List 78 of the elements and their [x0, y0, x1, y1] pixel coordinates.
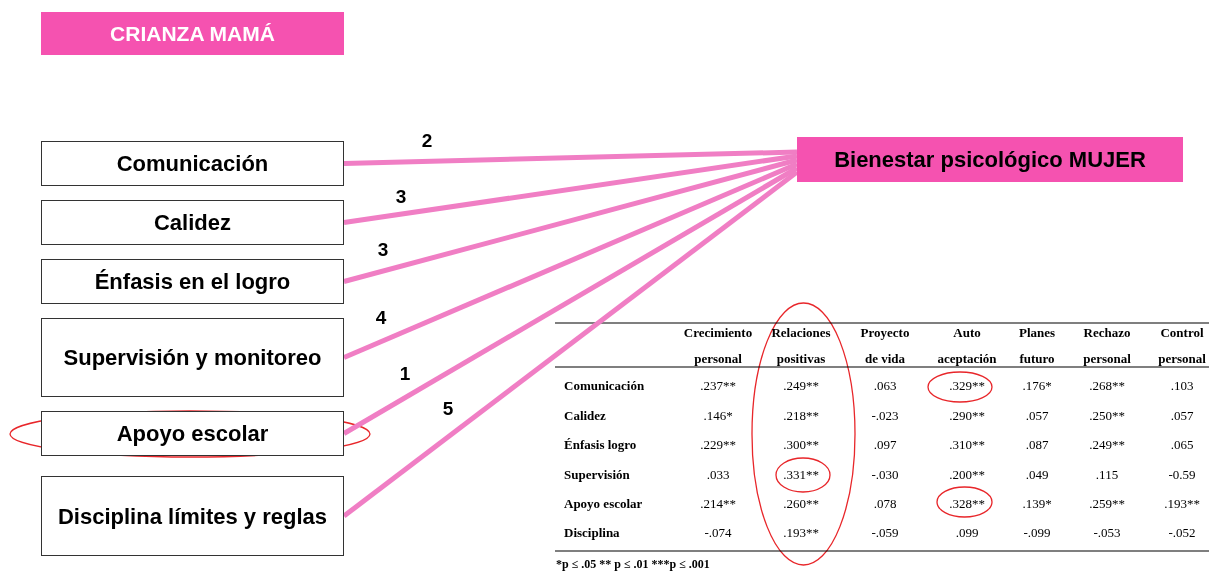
- factor-box: [41, 259, 344, 304]
- table-value: .057: [1170, 408, 1194, 424]
- table-value: .250**: [1089, 408, 1125, 424]
- factor-box: [41, 411, 344, 456]
- table-value: -.074: [704, 525, 732, 541]
- node-label: Calidez: [154, 209, 231, 237]
- row-header: Comunicación: [564, 378, 645, 394]
- row-header: Énfasis logro: [564, 437, 637, 453]
- node-label: Comunicación: [116, 150, 269, 178]
- table-value: .290**: [949, 408, 985, 424]
- column-header: Rechazo personal: [1083, 324, 1131, 368]
- node-label: Apoyo escolar: [116, 420, 269, 448]
- connector-line: [342, 170, 799, 518]
- connector-line: [343, 149, 798, 166]
- table-value: .249**: [1089, 437, 1125, 453]
- table-value: .260**: [783, 496, 819, 512]
- table-value: .033: [706, 467, 730, 483]
- column-header: Proyecto de vida: [859, 324, 911, 368]
- column-header: Relaciones positivas: [771, 324, 831, 368]
- table-value: .259**: [1089, 496, 1125, 512]
- column-header: Planes futuro: [1018, 324, 1056, 368]
- table-value: .214**: [700, 496, 736, 512]
- column-header: Control personal: [1158, 324, 1206, 368]
- row-header: Supervisión: [564, 467, 630, 483]
- table-value: .329**: [949, 378, 985, 394]
- table-value: .218**: [783, 408, 819, 424]
- table-value: .176*: [1022, 378, 1052, 394]
- table-value: .200**: [949, 467, 985, 483]
- table-value: .249**: [783, 378, 819, 394]
- table-value: .063: [873, 378, 897, 394]
- connector-line: [343, 153, 798, 225]
- node-label: CRIANZA MAMÁ: [110, 20, 275, 47]
- outcome-box: [797, 137, 1183, 182]
- title-box: [41, 12, 344, 55]
- table-value: .193**: [783, 525, 819, 541]
- table-value: -0.59: [1168, 467, 1196, 483]
- row-header: Apoyo escolar: [564, 496, 643, 512]
- node-label: Bienestar psicológico MUJER: [834, 146, 1146, 174]
- factor-box: [41, 141, 344, 186]
- table-value: .097: [873, 437, 897, 453]
- table-value: -.059: [871, 525, 899, 541]
- table-value: .328**: [949, 496, 985, 512]
- table-value: -.099: [1023, 525, 1051, 541]
- factor-box: [41, 318, 344, 397]
- column-header: Auto aceptación: [937, 324, 997, 368]
- factor-box: [41, 476, 344, 556]
- table-value: -.053: [1093, 525, 1121, 541]
- table-value: .146*: [703, 408, 733, 424]
- connector-line: [343, 157, 798, 284]
- table-value: .057: [1025, 408, 1049, 424]
- table-value: .331**: [783, 467, 819, 483]
- node-label: Disciplina límites y reglas: [58, 502, 327, 531]
- table-value: .310**: [949, 437, 985, 453]
- table-value: .229**: [700, 437, 736, 453]
- table-value: .049: [1025, 467, 1049, 483]
- table-value: -.030: [871, 467, 899, 483]
- table-value: -.023: [871, 408, 899, 424]
- table-value: .078: [873, 496, 897, 512]
- table-value: .193**: [1164, 496, 1200, 512]
- factor-box: [41, 200, 344, 245]
- table-value: .103: [1170, 378, 1194, 394]
- column-header: Crecimiento personal: [683, 324, 753, 368]
- table-value: .115: [1095, 467, 1119, 483]
- row-header: Calidez: [564, 408, 606, 424]
- table-value: .237**: [700, 378, 736, 394]
- table-value: .087: [1025, 437, 1049, 453]
- table-value: .139*: [1022, 496, 1052, 512]
- node-label: Énfasis en el logro: [94, 268, 291, 296]
- connector-line: [342, 165, 799, 436]
- row-header: Disciplina: [564, 525, 620, 541]
- node-label: Supervisión y monitoreo: [63, 344, 322, 372]
- table-value: .099: [955, 525, 979, 541]
- table-value: .300**: [783, 437, 819, 453]
- connector-line: [343, 161, 798, 360]
- table-value: .065: [1170, 437, 1194, 453]
- footnote: *p ≤ .05 ** p ≤ .01 ***p ≤ .001: [556, 557, 710, 572]
- table-value: -.052: [1168, 525, 1196, 541]
- table-value: .268**: [1089, 378, 1125, 394]
